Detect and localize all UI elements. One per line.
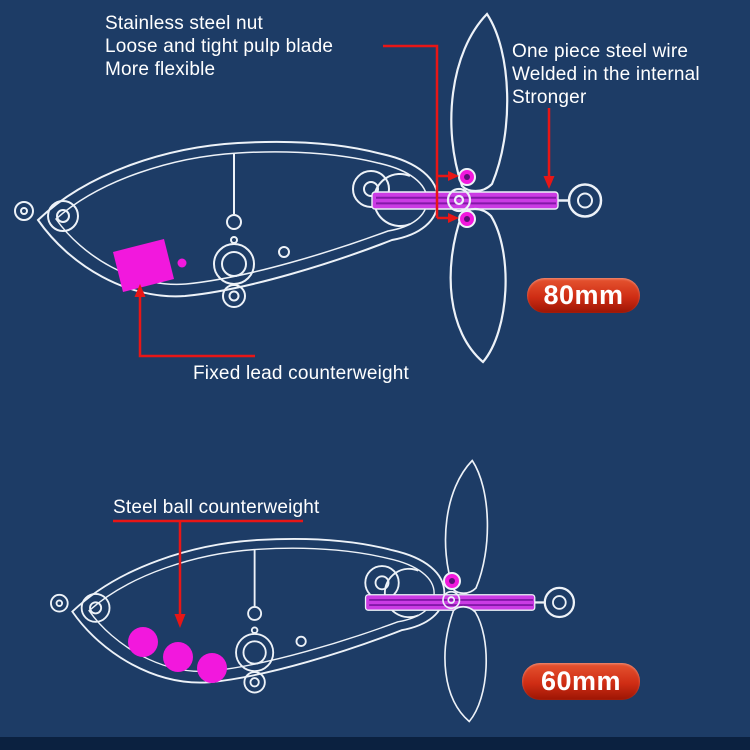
steel-ball-counterweights — [128, 627, 227, 683]
annotation-ball-counterweight: Steel ball counterweight — [113, 497, 320, 518]
annotation-steel-wire: One piece steel wire Welded in the inter… — [512, 40, 700, 109]
wire-arrow — [543, 108, 555, 189]
annotation-stainless-nut: Stainless steel nut Loose and tight pulp… — [105, 12, 333, 81]
size-badge-80mm: 80mm — [527, 278, 640, 313]
annotation-arrows — [113, 44, 555, 628]
lead-arrow — [134, 284, 255, 358]
steel-nut-top — [458, 168, 476, 186]
steel-nut-bottom — [458, 210, 476, 228]
annotation-line: Welded in the internal — [512, 64, 700, 85]
annotation-line: Stainless steel nut — [105, 13, 263, 34]
propeller-80mm — [446, 12, 509, 364]
lead-pin-dot — [177, 258, 187, 268]
footer-strip — [0, 737, 750, 750]
nut-bracket-arrow — [383, 44, 459, 223]
annotation-line: Stronger — [512, 87, 587, 108]
ball-arrow — [113, 519, 303, 628]
lead-counterweight-shape — [113, 239, 174, 292]
lure-body-60mm — [50, 537, 446, 694]
steel-nut-60mm — [443, 572, 461, 590]
propeller-60mm — [442, 459, 489, 723]
lure-body-80mm — [14, 140, 439, 308]
annotation-lead-counterweight: Fixed lead counterweight — [193, 363, 410, 384]
size-badge-60mm: 60mm — [522, 663, 640, 700]
annotation-line: Loose and tight pulp blade — [105, 36, 334, 57]
annotation-line: One piece steel wire — [512, 41, 689, 62]
annotation-line: More flexible — [105, 59, 216, 80]
